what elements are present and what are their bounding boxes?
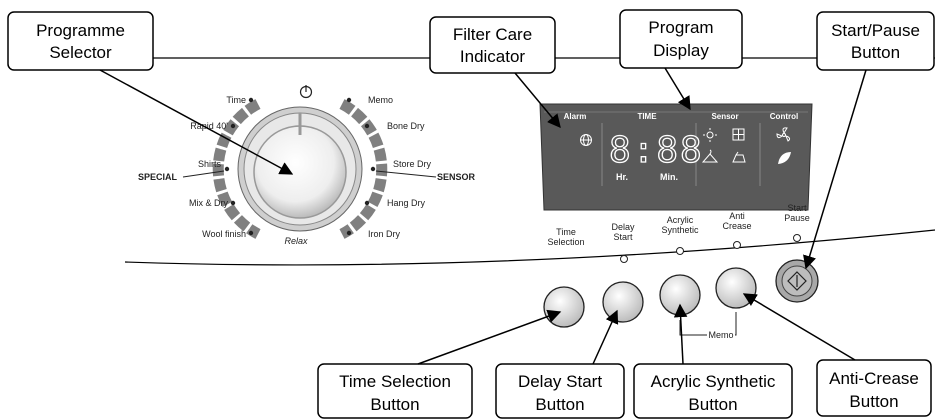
arrow-acrylic-synthetic xyxy=(673,303,688,365)
start-pause-icon xyxy=(787,271,807,291)
program-label-bone-dry: Bone Dry xyxy=(387,121,425,131)
led-acrylic-synthetic xyxy=(676,247,684,255)
callout-time-selection-button: Time Selection Button xyxy=(317,363,473,419)
callout-time-selection-line2: Button xyxy=(370,395,419,414)
button-labels: Time Selection Delay Start Acrylic Synth… xyxy=(547,203,809,247)
callout-programme-selector: Programme Selector xyxy=(7,11,154,71)
label-time-selection-2: Selection xyxy=(547,237,584,247)
callout-delay-start-line1: Delay Start xyxy=(518,372,602,391)
callout-acrylic-synthetic-line2: Button xyxy=(688,395,737,414)
display-min-label: Min. xyxy=(660,172,678,182)
program-label-memo: Memo xyxy=(368,95,393,105)
program-label-relax: Relax xyxy=(284,236,308,246)
program-label-time: Time xyxy=(226,95,246,105)
program-label-iron-dry: Iron Dry xyxy=(368,229,401,239)
arrow-filter-care xyxy=(514,72,561,129)
program-dots xyxy=(224,97,376,236)
arrow-time-selection xyxy=(417,309,562,365)
callout-filter-care-line2: Indicator xyxy=(460,47,526,66)
globe-icon xyxy=(580,134,592,146)
label-time-selection-1: Time xyxy=(556,227,576,237)
callout-start-pause-line2: Button xyxy=(851,43,900,62)
callout-anti-crease-line2: Button xyxy=(849,392,898,411)
label-anti-crease-1: Anti xyxy=(729,211,745,221)
power-icon xyxy=(299,85,313,99)
arrow-delay-start xyxy=(592,309,619,365)
program-label-store-dry: Store Dry xyxy=(393,159,432,169)
programme-dial[interactable] xyxy=(212,99,388,239)
led-indicators xyxy=(620,234,801,263)
led-anti-crease xyxy=(733,241,741,249)
callout-delay-start-line2: Button xyxy=(535,395,584,414)
arrow-anti-crease xyxy=(742,293,856,361)
label-delay-start-2: Start xyxy=(613,232,633,242)
callout-start-pause-line1: Start/Pause xyxy=(831,21,920,40)
display-header-alarm: Alarm xyxy=(564,112,587,121)
arrow-programme-selector xyxy=(99,69,294,175)
display-hr-label: Hr. xyxy=(616,172,628,182)
time-selection-button[interactable] xyxy=(543,286,585,328)
memo-bracket xyxy=(679,312,737,336)
label-delay-start-1: Delay xyxy=(611,222,635,232)
callout-delay-start-button: Delay Start Button xyxy=(495,363,625,419)
dial-ring-left xyxy=(212,99,261,239)
program-label-wool-finish: Wool finish xyxy=(202,229,246,239)
callout-time-selection-line1: Time Selection xyxy=(339,372,451,391)
callout-arrows xyxy=(99,67,867,365)
program-label-shirts: Shirts xyxy=(198,159,222,169)
program-label-hang-dry: Hang Dry xyxy=(387,198,426,208)
dial-pointer xyxy=(298,113,302,135)
label-start-pause-2: Pause xyxy=(784,213,810,223)
display-header-time: TIME xyxy=(637,112,657,121)
callout-acrylic-synthetic-button: Acrylic Synthetic Button xyxy=(633,363,793,419)
display-header-sensor: Sensor xyxy=(711,112,738,121)
iron-icon xyxy=(732,151,746,163)
hanger-icon xyxy=(701,149,719,163)
led-delay-start xyxy=(620,255,628,263)
grid-icon xyxy=(732,128,745,141)
fan-icon xyxy=(776,127,791,142)
display-header-control: Control xyxy=(770,112,798,121)
callout-filter-care-indicator: Filter Care Indicator xyxy=(429,16,556,74)
start-pause-button[interactable] xyxy=(775,259,819,303)
memo-label: Memo xyxy=(708,330,733,340)
dial-knob[interactable] xyxy=(253,125,347,219)
delay-start-button[interactable] xyxy=(602,281,644,323)
callout-programme-selector-line2: Selector xyxy=(49,43,112,62)
panel-curve xyxy=(124,229,936,266)
anti-crease-button[interactable] xyxy=(715,267,757,309)
callout-acrylic-synthetic-line1: Acrylic Synthetic xyxy=(651,372,776,391)
group-label-sensor: SENSOR xyxy=(437,172,476,182)
leaf-icon xyxy=(778,152,791,164)
callout-program-display-line2: Display xyxy=(653,41,709,60)
arrow-start-pause xyxy=(803,69,867,270)
arrow-program-display xyxy=(664,67,691,111)
callout-program-display-line1: Program xyxy=(648,18,713,37)
led-start-pause xyxy=(793,234,801,242)
program-display-panel: Alarm TIME Sensor Control 8:88 Hr. Min. xyxy=(539,103,813,211)
callout-filter-care-line1: Filter Care xyxy=(453,25,532,44)
label-anti-crease-2: Crease xyxy=(722,221,751,231)
callout-anti-crease-line1: Anti-Crease xyxy=(829,369,919,388)
program-label-mix-dry: Mix & Dry xyxy=(189,198,228,208)
program-label-rapid: Rapid 40' xyxy=(190,121,228,131)
callout-start-pause-button: Start/Pause Button xyxy=(816,11,935,71)
display-time-digits: 8:88 xyxy=(609,130,704,171)
label-start-pause-1: Start xyxy=(787,203,807,213)
dial-ring-right xyxy=(339,99,388,239)
label-acrylic-synthetic-1: Acrylic xyxy=(667,215,694,225)
callout-anti-crease-button: Anti-Crease Button xyxy=(816,359,932,417)
label-acrylic-synthetic-2: Synthetic xyxy=(661,225,699,235)
group-label-special: SPECIAL xyxy=(138,172,178,182)
callout-programme-selector-line1: Programme xyxy=(36,21,125,40)
sun-icon xyxy=(703,128,717,142)
callout-program-display: Program Display xyxy=(619,9,743,69)
